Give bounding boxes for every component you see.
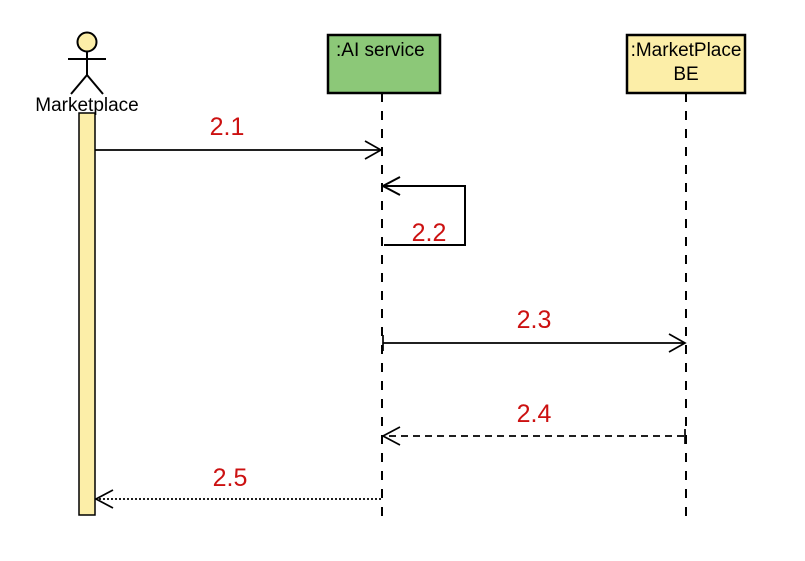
message-2-4[interactable]: 2.4 bbox=[381, 400, 686, 446]
message-2-3[interactable]: 2.3 bbox=[382, 306, 687, 353]
participant-marketplace-actor[interactable]: Marketplace bbox=[35, 31, 139, 117]
lifeline-box-label-ai-service: :AI service bbox=[336, 40, 425, 61]
actor-leg-left-line bbox=[70, 74, 88, 95]
message-2-4-arrowhead bbox=[381, 426, 401, 446]
lifeline-box-label-marketplace-be-line1: :MarketPlace bbox=[631, 40, 742, 61]
lifeline-box-marketplace-be bbox=[625, 33, 747, 95]
actor-label-marketplace: Marketplace bbox=[35, 95, 139, 116]
participant-ai-service[interactable]: :AI service bbox=[326, 33, 442, 95]
message-2-1[interactable]: 2.1 bbox=[95, 113, 383, 160]
message-2-5-arrowhead bbox=[94, 489, 114, 509]
message-2-5-label: 2.5 bbox=[213, 464, 248, 492]
message-2-2-loop-line bbox=[384, 185, 466, 246]
actor-leg-right-line bbox=[86, 74, 104, 95]
message-2-2-label: 2.2 bbox=[412, 219, 447, 247]
message-2-2-arrowhead bbox=[380, 176, 401, 196]
lifeline-box-ai-service bbox=[326, 33, 442, 95]
message-2-3-arrowhead bbox=[668, 333, 687, 353]
activation-bar-marketplace bbox=[78, 112, 96, 516]
message-2-4-label: 2.4 bbox=[517, 400, 552, 428]
message-2-3-label: 2.3 bbox=[517, 306, 552, 334]
message-2-1-label: 2.1 bbox=[210, 113, 245, 141]
lifeline-box-label-marketplace-be-line2: BE bbox=[673, 64, 698, 85]
message-2-2[interactable]: 2.2 bbox=[380, 176, 466, 247]
message-2-1-arrowhead bbox=[364, 140, 383, 160]
participant-marketplace-be[interactable]: :MarketPlace BE bbox=[625, 33, 747, 95]
actor-head-icon bbox=[76, 31, 98, 53]
message-2-5[interactable]: 2.5 bbox=[94, 464, 381, 509]
